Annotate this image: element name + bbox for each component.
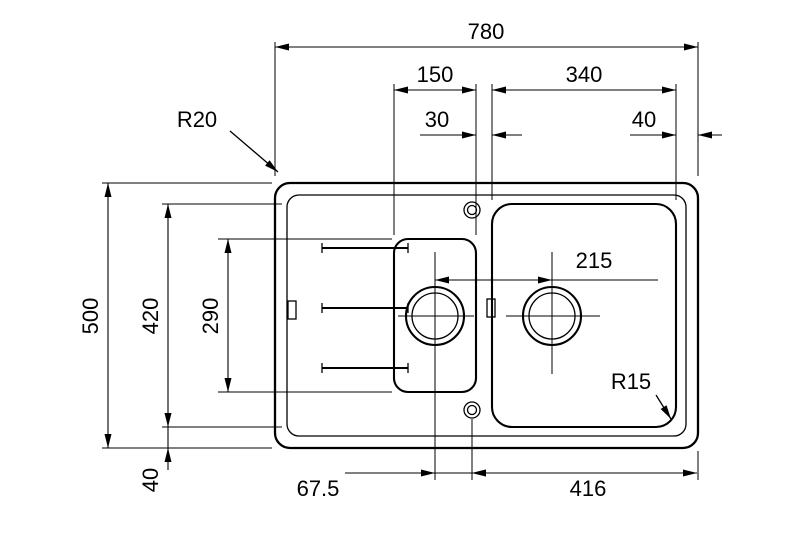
dim-small-bowl-width-label: 150 [417,62,454,87]
dim-main-bowl-depth-label: 420 [138,298,163,335]
dim-main-bowl-width: 340 [492,62,676,94]
r15-leader [655,394,672,420]
drain-centerlines [398,252,600,480]
dim-small-bowl-depth: 290 [198,239,232,392]
tap-hole-bottom-icon [463,401,481,419]
rim-clip-marker [287,300,297,320]
dim-drain-spacing: 215 [435,248,658,284]
overflow-marker [486,298,496,318]
dim-bowl-gap-label: 30 [425,107,449,132]
dim-small-bowl-width: 150 [394,62,476,94]
outer-corner-radius-label: R20 [177,107,217,132]
extension-lines [102,42,699,480]
drainboard-grooves [321,243,409,373]
dim-bottom-offset: 40 [138,427,172,492]
dim-drain-spacing-label: 215 [576,248,613,273]
tap-hole-top-icon [463,201,481,219]
dim-overall-width: 780 [275,19,698,51]
dim-right-offset-label: 40 [632,107,656,132]
dim-drain-to-taphole: 67.5 [297,469,497,501]
bowl-corner-radius-label: R15 [611,369,651,394]
dim-overall-depth-label: 500 [78,298,103,335]
sink-outline [273,181,700,450]
tap-holes [463,201,481,419]
callout-bowl-corner-radius: R15 [611,369,672,420]
callout-outer-corner-radius: R20 [177,107,279,173]
dim-bowl-gap: 30 [420,107,522,139]
dim-bottom-offset-label: 40 [138,468,163,492]
dim-small-bowl-depth-label: 290 [198,298,223,335]
dim-overall-depth: 500 [78,183,112,448]
dim-main-bowl-depth: 420 [138,204,172,427]
r20-leader [229,130,279,173]
dim-drain-to-taphole-label: 67.5 [297,476,340,501]
dim-taphole-to-right-edge: 416 [472,469,697,501]
dim-taphole-to-right-edge-label: 416 [570,476,607,501]
dim-overall-width-label: 780 [468,19,505,44]
dim-right-offset: 40 [630,107,722,139]
dim-main-bowl-width-label: 340 [566,62,603,87]
